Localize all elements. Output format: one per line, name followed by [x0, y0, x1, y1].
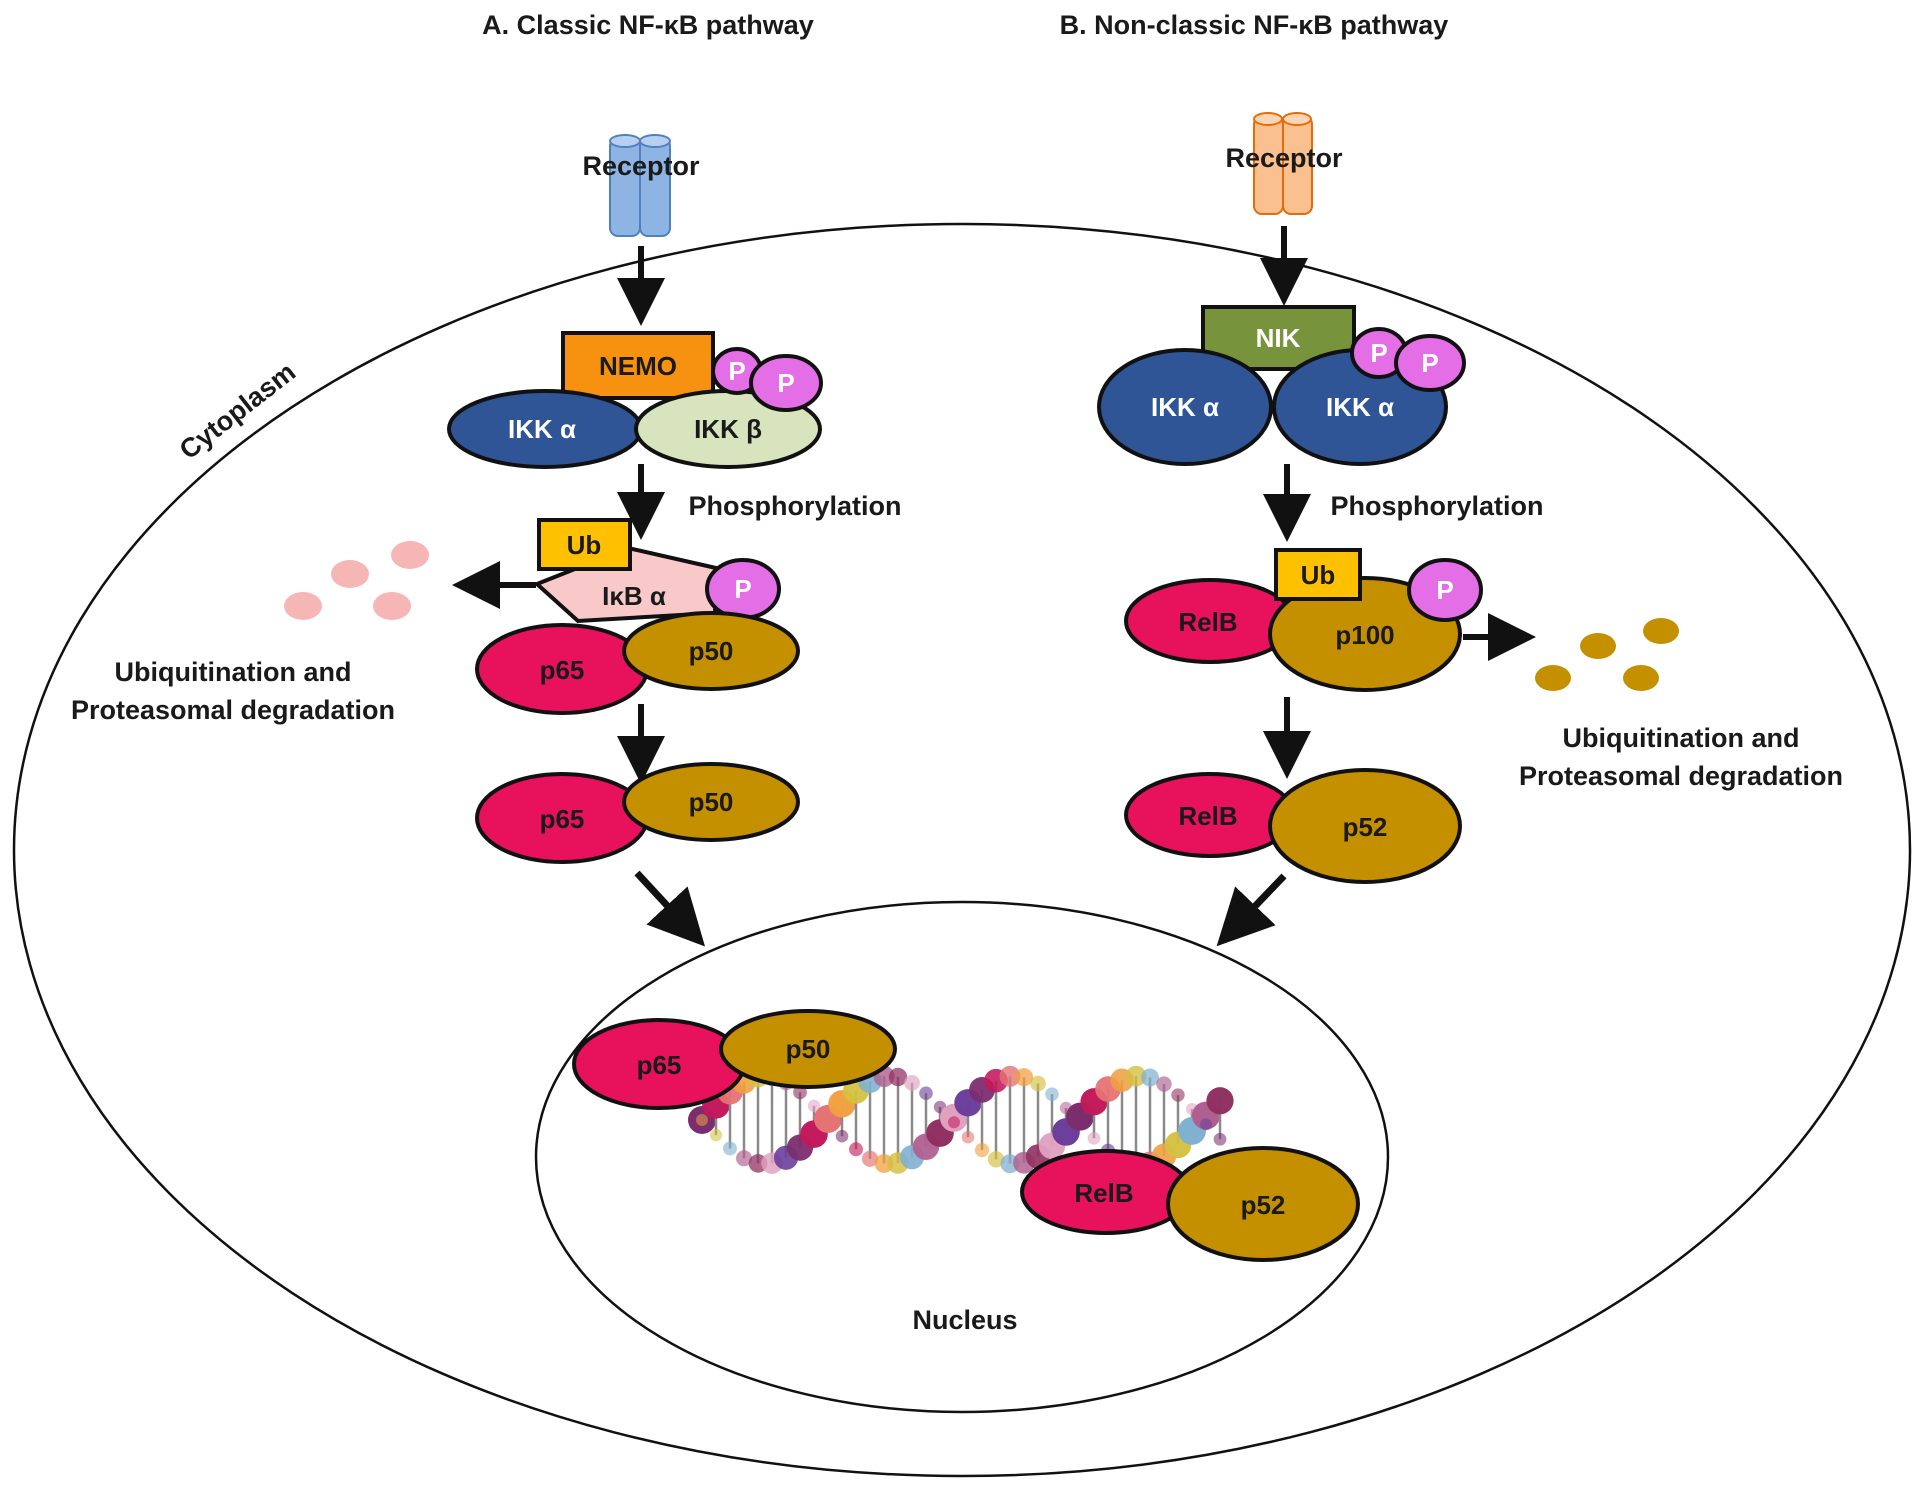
degradation-classic-line1: Ubiquitination and — [115, 657, 352, 687]
ub-box-classic — [537, 518, 632, 571]
phosphorylation-label-nonclassic: Phosphorylation — [1330, 491, 1543, 521]
degradation-nonclassic-line1: Ubiquitination and — [1563, 723, 1800, 753]
p52-nonclassic-free-label: p52 — [1343, 812, 1388, 842]
degradation-nonclassic-line2: Proteasomal degradation — [1519, 761, 1843, 791]
fragment-classic-3 — [284, 592, 322, 620]
dna-helix — [688, 1065, 1234, 1174]
nucleus-label: Nucleus — [912, 1305, 1017, 1335]
phospho-label-2-nonclassic: P — [1421, 348, 1438, 378]
fragment-classic-2 — [391, 541, 429, 569]
dna-nucleotide — [1213, 1132, 1227, 1146]
title-nonclassic-pathway: B. Non-classic NF-κB pathway — [1060, 10, 1449, 40]
title-classic-pathway: A. Classic NF-κB pathway — [482, 10, 814, 40]
p65-nucleus-label: p65 — [637, 1050, 682, 1080]
relb-nonclassic-bound-label: RelB — [1178, 607, 1237, 637]
dna-nucleotide — [1045, 1087, 1059, 1101]
nemo-label: NEMO — [599, 351, 677, 381]
dna-nucleotide — [723, 1141, 737, 1156]
dna-nucleotide — [1141, 1068, 1159, 1087]
p50-classic-free-label: p50 — [689, 787, 734, 817]
dna-nucleotide — [807, 1099, 821, 1113]
fragment-nonclassic-4 — [1623, 665, 1659, 691]
ikk-alpha-classic-label: IKK α — [508, 414, 576, 444]
ikk-alpha-nonclassic-1 — [1097, 348, 1273, 466]
p100-label: p100 — [1335, 620, 1394, 650]
p50-classic-bound — [622, 611, 800, 691]
receptor-label-nonclassic: Receptor — [1225, 143, 1343, 173]
phospho-circle-2-nonclassic — [1394, 334, 1466, 392]
dna-nucleotide — [919, 1086, 933, 1101]
p52-nucleus — [1166, 1146, 1360, 1262]
dna-nucleotide — [1200, 1118, 1212, 1131]
phospho-label-2-classic: P — [777, 368, 794, 398]
dna-nucleotide — [888, 1067, 908, 1087]
dna-nucleotide — [1171, 1088, 1185, 1102]
dna-nucleotide — [1030, 1075, 1046, 1092]
p65-classic-free-label: p65 — [540, 804, 585, 834]
phospho-label-1-nonclassic: P — [1370, 338, 1387, 368]
dna-nucleotide — [999, 1065, 1021, 1087]
cytoplasm-label: Cytoplasm — [174, 357, 301, 466]
ikk-alpha-nonclassic-1-label: IKK α — [1151, 392, 1219, 422]
fragment-nonclassic-1 — [1580, 633, 1616, 659]
phospho-circle-2-classic — [749, 354, 823, 412]
phospho-circle-3-nonclassic — [1407, 558, 1483, 622]
dna-nucleotide — [1125, 1065, 1147, 1087]
ikk-alpha-nonclassic-2-label: IKK α — [1326, 392, 1394, 422]
dna-nucleotide — [1156, 1076, 1172, 1092]
dna-nucleotide — [835, 1129, 849, 1143]
dna-nucleotide — [861, 1150, 879, 1167]
phospho-label-1-classic: P — [728, 356, 745, 386]
p52-nonclassic-free — [1268, 768, 1462, 884]
dna-nucleotide — [948, 1116, 960, 1129]
p50-classic-free — [622, 762, 800, 842]
dna-nucleotide — [974, 1143, 990, 1158]
cell-membrane — [12, 222, 1912, 1478]
receptor-nonclassic — [1253, 112, 1313, 215]
degradation-classic-line2: Proteasomal degradation — [71, 695, 395, 725]
dna-nucleotide — [736, 1150, 752, 1167]
receptor-label-classic: Receptor — [582, 151, 700, 181]
fragment-classic-1 — [331, 560, 369, 588]
dna-nucleotide — [904, 1074, 920, 1091]
ub-box-nonclassic — [1274, 548, 1362, 601]
fragment-nonclassic-2 — [1643, 618, 1679, 644]
arrow-nonclassic-to-nucleus — [1216, 873, 1287, 947]
ikb-alpha-label: IκB α — [602, 581, 666, 611]
phosphorylation-label-classic: Phosphorylation — [688, 491, 901, 521]
p65-classic-bound-label: p65 — [540, 655, 585, 685]
dna-nucleotide — [1087, 1131, 1101, 1145]
p52-nucleus-label: p52 — [1241, 1190, 1286, 1220]
dna-nucleotide — [961, 1130, 975, 1144]
p50-classic-bound-label: p50 — [689, 636, 734, 666]
dna-nucleotide — [709, 1128, 723, 1142]
phospho-label-3-classic: P — [734, 574, 751, 604]
p50-nucleus — [719, 1009, 897, 1089]
ub-label-classic: Ub — [567, 530, 602, 560]
relb-nucleus-label: RelB — [1074, 1178, 1133, 1208]
dna-nucleotide — [1206, 1087, 1234, 1115]
dna-nucleotide — [1014, 1068, 1034, 1087]
receptor-classic — [609, 134, 671, 237]
p50-nucleus-label: p50 — [786, 1034, 831, 1064]
ub-label-nonclassic: Ub — [1301, 560, 1336, 590]
dna-nucleotide — [696, 1114, 708, 1126]
ikk-beta-classic-label: IKK β — [694, 414, 762, 444]
relb-nonclassic-free-label: RelB — [1178, 801, 1237, 831]
dna-nucleotide — [987, 1151, 1005, 1168]
fragment-classic-4 — [373, 592, 411, 620]
nik-label: NIK — [1256, 323, 1301, 353]
fragment-nonclassic-3 — [1535, 665, 1571, 691]
nucleus-membrane — [534, 900, 1390, 1414]
dna-nucleotide — [849, 1142, 863, 1157]
arrow-classic-to-nucleus — [634, 870, 706, 947]
phospho-label-3-nonclassic: P — [1436, 575, 1453, 605]
